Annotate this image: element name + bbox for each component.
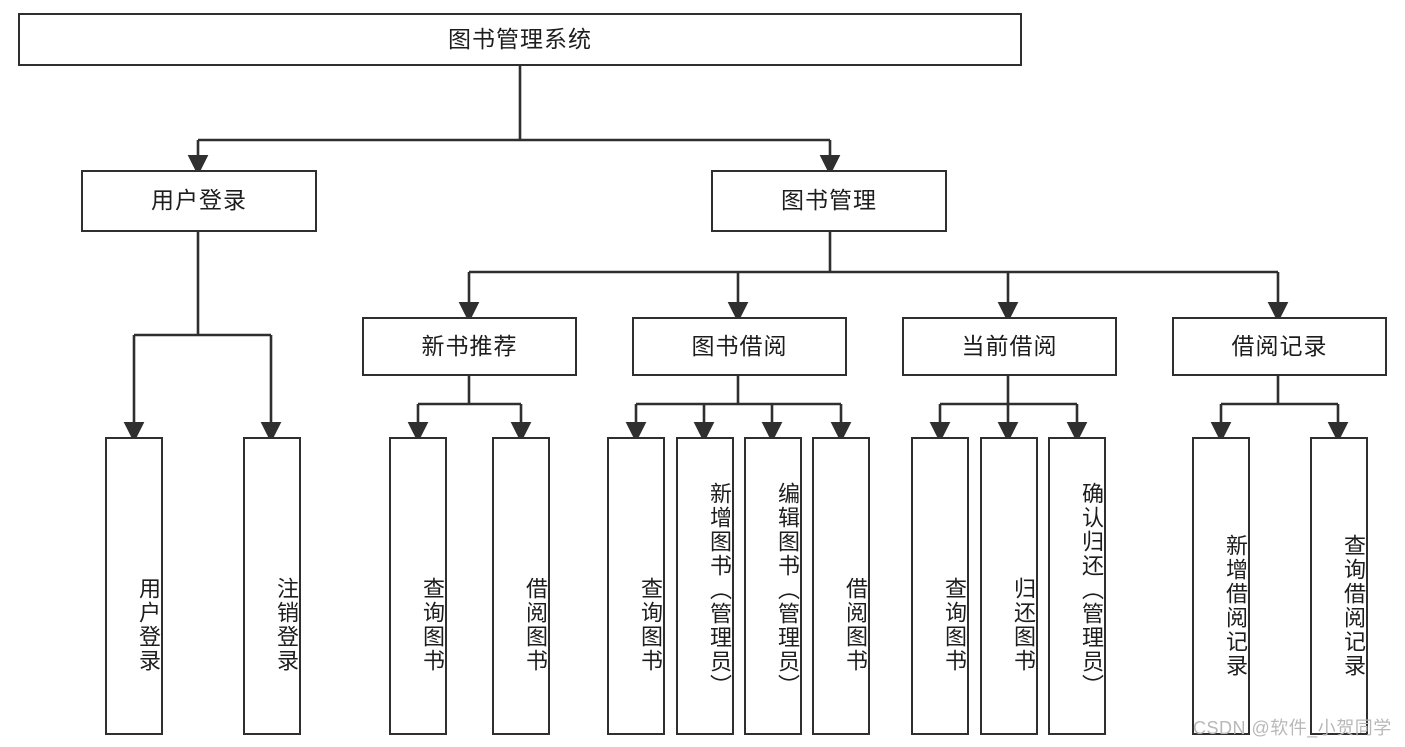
- leaf-current-borrow-return-books[interactable]: 归还图书: [980, 437, 1038, 735]
- node-label: 当前借阅: [961, 332, 1058, 359]
- node-label: 查询借阅记录: [1341, 534, 1366, 678]
- node-label: 借阅图书: [523, 577, 548, 673]
- leaf-user-login-logout[interactable]: 注销登录: [243, 437, 301, 735]
- node-label: 新书推荐: [421, 332, 518, 359]
- leaf-borrow-record-add-record[interactable]: 新增借阅记录: [1192, 437, 1250, 735]
- node-label: 确认归还（管理员）: [1079, 482, 1104, 698]
- node-label: 用户登录: [151, 187, 247, 214]
- node-book-management[interactable]: 图书管理: [711, 170, 947, 232]
- node-label: 归还图书: [1011, 577, 1036, 673]
- leaf-current-borrow-confirm-return-admin[interactable]: 确认归还（管理员）: [1048, 437, 1106, 735]
- node-label: 新增借阅记录: [1223, 534, 1248, 678]
- leaf-borrow-record-query-record[interactable]: 查询借阅记录: [1310, 437, 1368, 735]
- node-label: 新增图书（管理员）: [707, 482, 732, 698]
- node-root-book-management-system[interactable]: 图书管理系统: [18, 13, 1022, 66]
- node-label: 图书管理系统: [448, 25, 592, 52]
- node-borrow-record[interactable]: 借阅记录: [1172, 317, 1387, 376]
- leaf-user-login-login[interactable]: 用户登录: [105, 437, 163, 735]
- leaf-book-borrow-borrow-books[interactable]: 借阅图书: [812, 437, 870, 735]
- csdn-watermark: CSDN @软件_小贺同学: [1193, 718, 1392, 738]
- node-current-borrow[interactable]: 当前借阅: [902, 317, 1117, 376]
- node-label: 用户登录: [136, 577, 161, 673]
- leaf-new-book-query-books[interactable]: 查询图书: [389, 437, 447, 735]
- leaf-book-borrow-query-books[interactable]: 查询图书: [607, 437, 665, 735]
- node-label: 查询图书: [420, 577, 445, 673]
- node-label: 查询图书: [942, 577, 967, 673]
- leaf-current-borrow-query-books[interactable]: 查询图书: [911, 437, 969, 735]
- node-label: 查询图书: [638, 577, 663, 673]
- node-label: 编辑图书（管理员）: [775, 482, 800, 698]
- node-label: 借阅图书: [843, 577, 868, 673]
- node-label: 图书借阅: [691, 332, 788, 359]
- leaf-book-borrow-add-book-admin[interactable]: 新增图书（管理员）: [676, 437, 734, 735]
- leaf-new-book-borrow-books[interactable]: 借阅图书: [492, 437, 550, 735]
- node-book-borrow[interactable]: 图书借阅: [632, 317, 847, 376]
- node-label: 图书管理: [781, 187, 877, 214]
- node-label: 注销登录: [274, 577, 299, 673]
- leaf-book-borrow-edit-book-admin[interactable]: 编辑图书（管理员）: [744, 437, 802, 735]
- node-new-book-recommend[interactable]: 新书推荐: [362, 317, 577, 376]
- node-user-login[interactable]: 用户登录: [81, 170, 317, 232]
- node-label: 借阅记录: [1231, 332, 1328, 359]
